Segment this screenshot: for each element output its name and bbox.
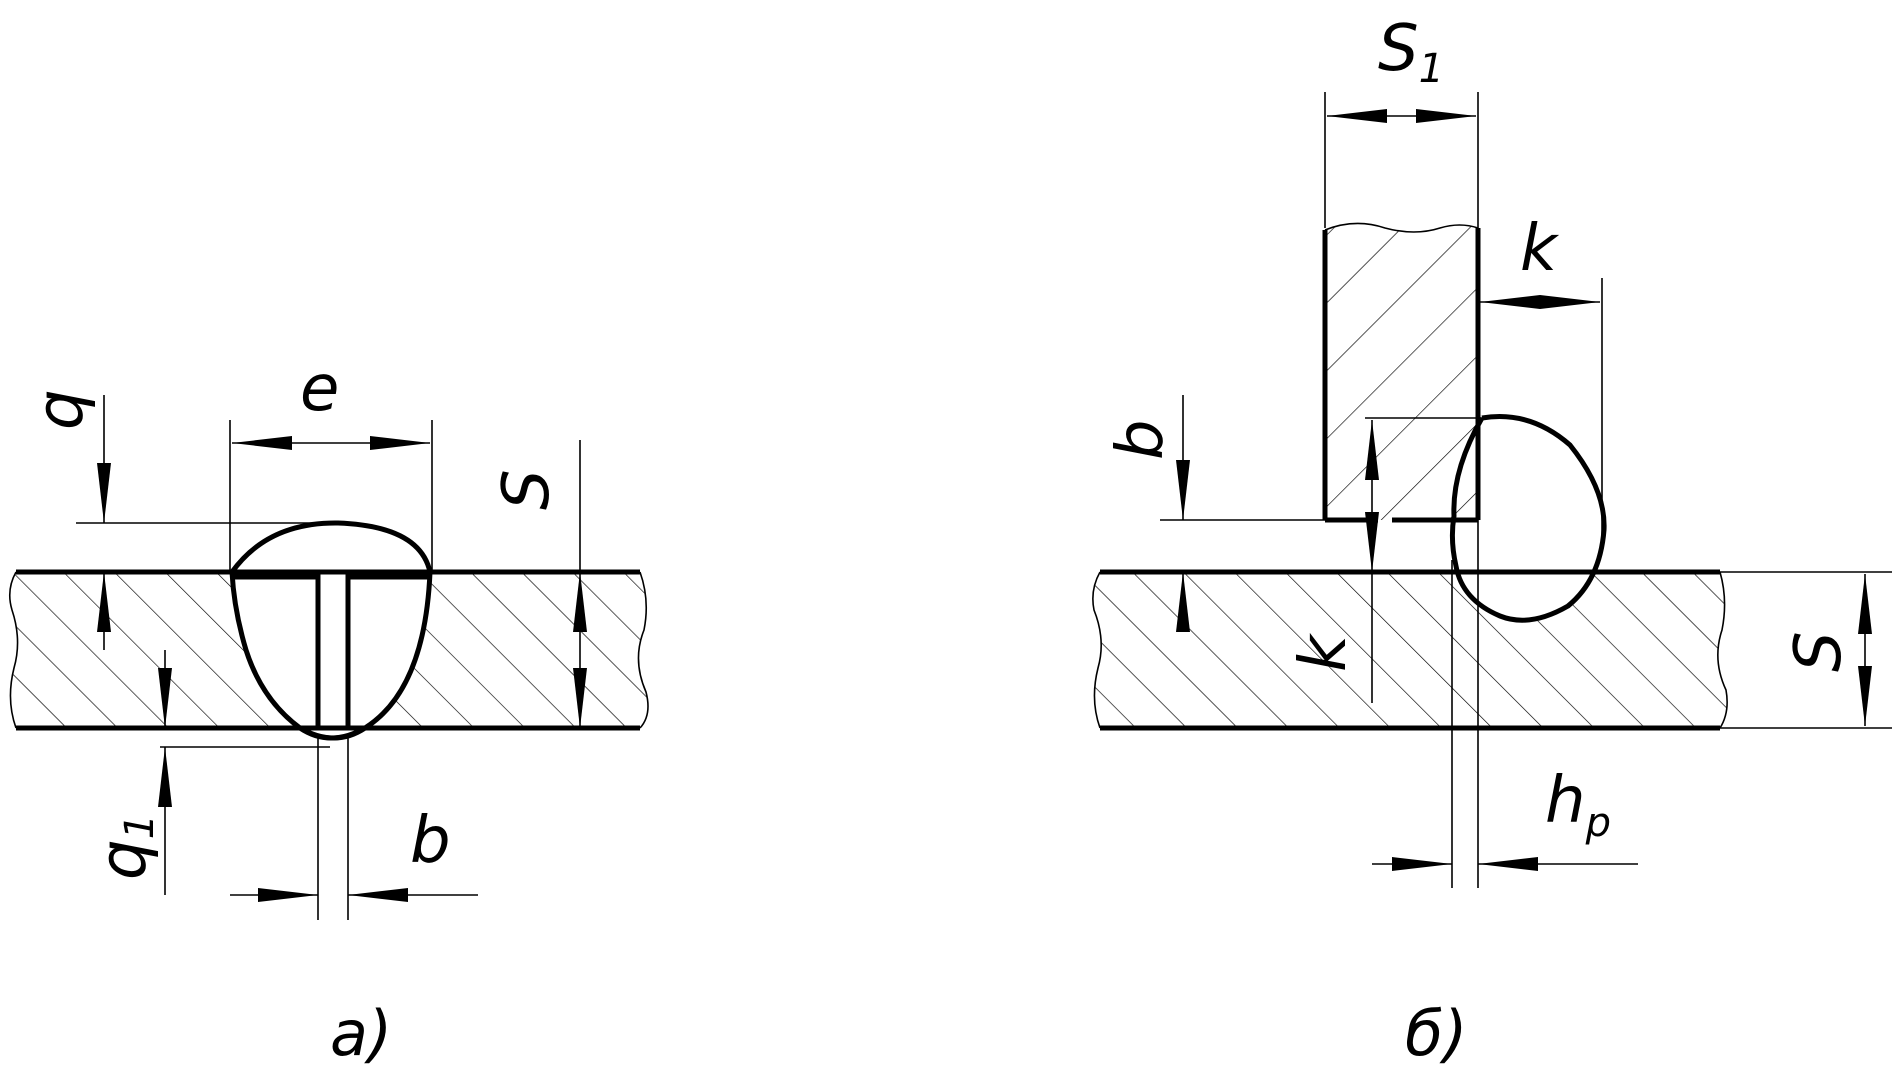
root-bead-a xyxy=(298,725,367,741)
vertical-plate-break-top xyxy=(1324,222,1479,233)
label-hp-main: h xyxy=(1545,764,1586,838)
plate-b-hatching xyxy=(1092,572,1728,728)
label-hp: hp xyxy=(1545,764,1611,846)
vertical-plate-hatching xyxy=(1325,223,1478,521)
label-S1-main: S xyxy=(1378,12,1419,86)
caption-a: а) xyxy=(330,997,392,1070)
label-q1-main: q xyxy=(87,839,161,880)
label-q: q xyxy=(24,389,98,430)
caption-b: б) xyxy=(1405,997,1467,1070)
label-q1: q1 xyxy=(87,814,163,880)
label-k-vertical: k xyxy=(1287,632,1361,672)
label-S-b: S xyxy=(1782,631,1856,672)
label-S-a: S xyxy=(490,469,564,510)
diagram-a-butt-joint: e q S q1 b а) xyxy=(8,352,649,1070)
plate-b-break-right xyxy=(1717,571,1728,729)
fillet-weld-bead xyxy=(1449,414,1607,623)
label-b-b: b xyxy=(1104,419,1178,460)
gap-right-wall xyxy=(345,574,430,728)
label-hp-sub: p xyxy=(1585,800,1611,846)
plate-b-break-left xyxy=(1092,571,1102,729)
label-k-top: k xyxy=(1520,212,1560,286)
label-b-a: b xyxy=(410,804,451,878)
label-e: e xyxy=(300,352,339,426)
label-S1: S1 xyxy=(1378,12,1444,92)
plate-a-break-right xyxy=(637,571,649,729)
plate-a-break-left xyxy=(8,571,19,729)
label-q1-sub: 1 xyxy=(117,814,163,839)
label-S1-sub: 1 xyxy=(1419,46,1444,92)
diagram-b-tee-joint: S1 k b k S hp б) xyxy=(1092,12,1892,1070)
gap-left-wall xyxy=(232,574,321,728)
weld-bead-a xyxy=(229,520,433,741)
